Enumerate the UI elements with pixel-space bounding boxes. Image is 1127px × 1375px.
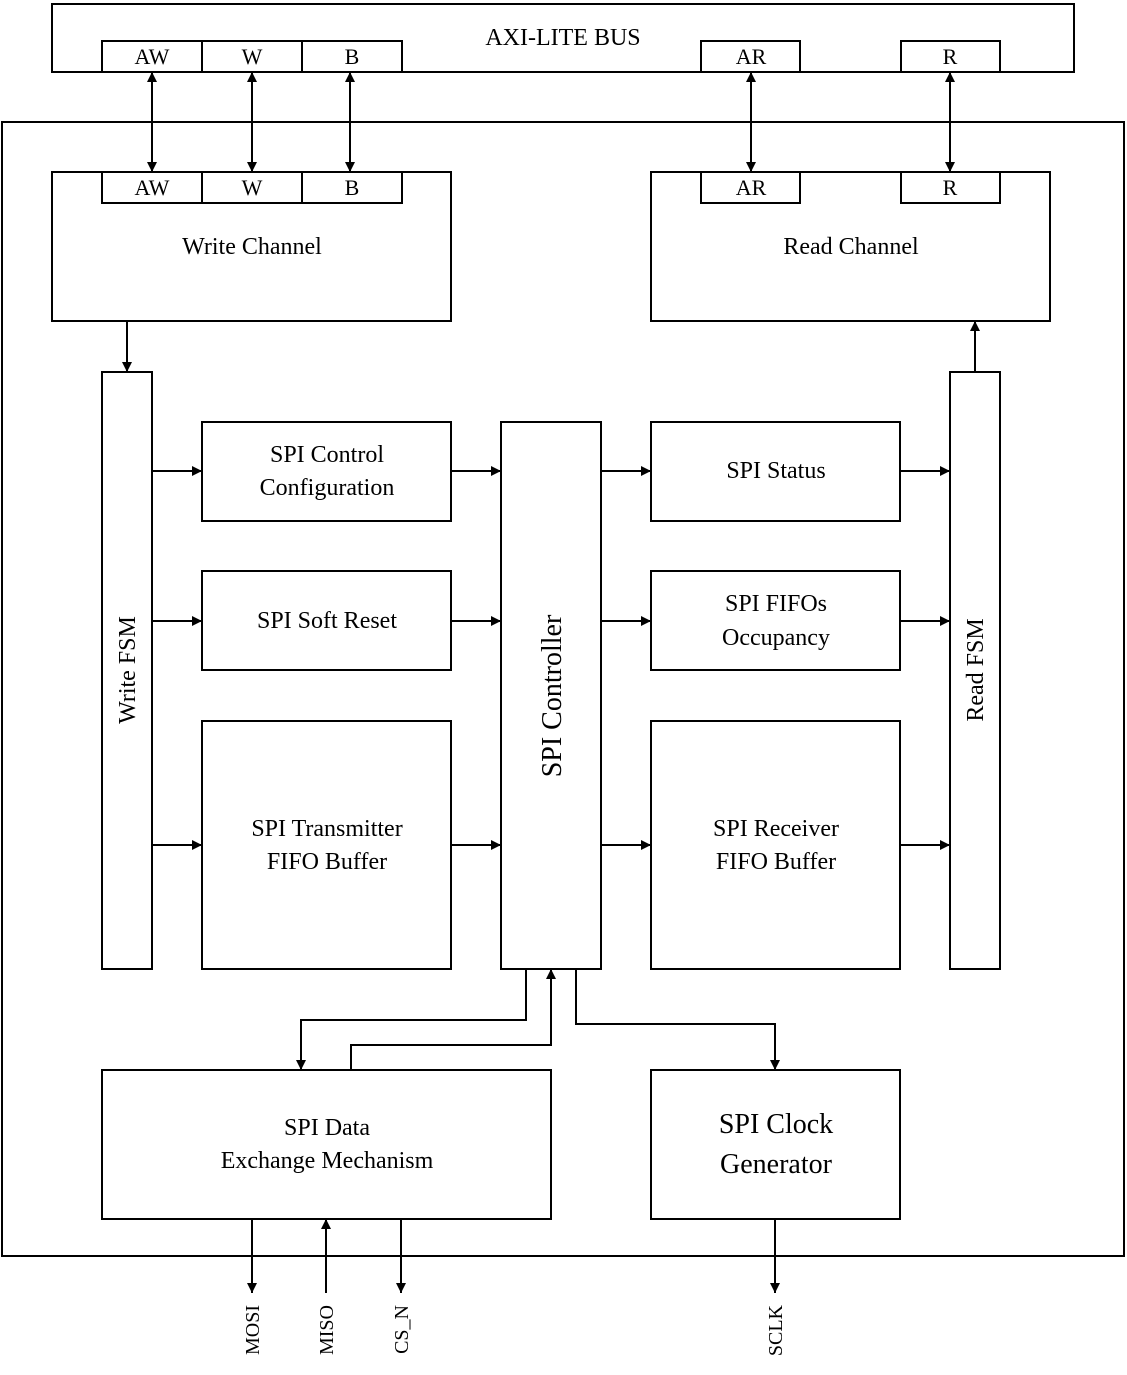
spi-controller-label: SPI Controller: [537, 614, 568, 777]
tx-fifo-line2: FIFO Buffer: [267, 849, 387, 875]
bus-port-r: R: [943, 44, 958, 69]
spi-receiver-fifo-block: SPI Receiver FIFO Buffer: [650, 720, 901, 970]
signal-sclk-label: SCLK: [765, 1304, 787, 1356]
axi-lite-bus-label: AXI-LITE BUS: [485, 25, 640, 51]
read-channel-block: AR R Read Channel: [650, 171, 1051, 322]
bus-port-aw: AW: [135, 44, 170, 69]
status-label: SPI Status: [726, 458, 825, 484]
spi-external-signals: MOSI MISO CS_N SCLK: [242, 1219, 787, 1356]
spi-control-configuration-block: SPI Control Configuration: [201, 421, 452, 522]
tx-fifo-line1: SPI Transmitter: [251, 816, 402, 842]
bus-port-b: B: [345, 44, 360, 69]
write-fsm-label: Write FSM: [115, 616, 141, 724]
spi-clock-generator-block: SPI Clock Generator: [650, 1069, 901, 1220]
bus-port-w: W: [242, 44, 263, 69]
fifo-occupancy-line1: SPI FIFOs: [725, 591, 827, 617]
axi-lite-bus: AXI-LITE BUS AW W B AR R: [51, 3, 1075, 73]
signal-miso-label: MISO: [316, 1305, 338, 1355]
spi-data-exchange-block: SPI Data Exchange Mechanism: [101, 1069, 552, 1220]
write-port-b: B: [345, 175, 360, 200]
spi-fifos-occupancy-block: SPI FIFOs Occupancy: [650, 570, 901, 671]
fifo-occupancy-line2: Occupancy: [722, 625, 830, 651]
spi-controller-block: SPI Controller: [500, 421, 602, 970]
spi-transmitter-fifo-block: SPI Transmitter FIFO Buffer: [201, 720, 452, 970]
read-channel-label: Read Channel: [783, 234, 919, 260]
rx-fifo-line1: SPI Receiver: [713, 816, 839, 842]
internal-arrows: [122, 321, 980, 1070]
data-exchange-line2: Exchange Mechanism: [221, 1148, 434, 1174]
control-config-line2: Configuration: [260, 475, 395, 501]
read-port-ar: AR: [736, 175, 767, 200]
clock-gen-line2: Generator: [720, 1149, 833, 1180]
write-port-aw: AW: [135, 175, 170, 200]
signal-cs-n-label: CS_N: [391, 1305, 413, 1354]
signal-mosi-label: MOSI: [242, 1305, 264, 1355]
read-fsm-label: Read FSM: [963, 618, 989, 721]
clock-gen-line1: SPI Clock: [719, 1109, 833, 1140]
soft-reset-label: SPI Soft Reset: [257, 608, 397, 634]
rx-fifo-line2: FIFO Buffer: [716, 849, 836, 875]
read-port-r: R: [943, 175, 958, 200]
write-port-w: W: [242, 175, 263, 200]
write-channel-block: AW W B Write Channel: [51, 171, 452, 322]
spi-soft-reset-block: SPI Soft Reset: [201, 570, 452, 671]
write-fsm-block: Write FSM: [101, 371, 153, 970]
bus-port-ar: AR: [736, 44, 767, 69]
read-fsm-block: Read FSM: [949, 371, 1001, 970]
spi-status-block: SPI Status: [650, 421, 901, 522]
write-channel-label: Write Channel: [182, 234, 322, 260]
control-config-line1: SPI Control: [270, 442, 384, 468]
bus-channel-arrows: [147, 72, 955, 172]
data-exchange-line1: SPI Data: [284, 1115, 370, 1141]
